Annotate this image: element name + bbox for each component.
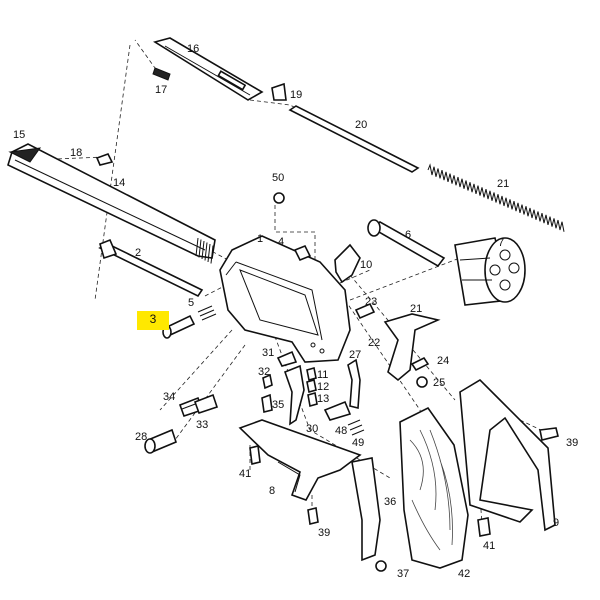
part-9-grip-frame bbox=[459, 378, 556, 532]
callout-48: 48 bbox=[335, 425, 347, 437]
highlighted-callout-3: 3 bbox=[137, 311, 169, 330]
callout-39-bottom: 39 bbox=[318, 527, 330, 539]
part-10-hand bbox=[334, 243, 361, 284]
callout-1: 1 bbox=[257, 233, 263, 245]
callout-13: 13 bbox=[317, 393, 329, 405]
part-6-cylinder-pin bbox=[367, 219, 446, 268]
part-7-cylinder bbox=[454, 237, 526, 306]
part-16-ejector-housing bbox=[153, 37, 264, 101]
callout-20: 20 bbox=[355, 119, 367, 131]
part-1-frame bbox=[219, 235, 351, 363]
part-14-barrel bbox=[7, 143, 216, 264]
part-36-screw bbox=[261, 393, 273, 413]
callout-38: 37 bbox=[397, 568, 409, 580]
part-25-pin bbox=[410, 356, 430, 372]
callout-7: 7 bbox=[498, 237, 504, 249]
highlighted-callout-label: 3 bbox=[149, 312, 157, 326]
callout-2: 2 bbox=[135, 247, 141, 259]
part-4-screw bbox=[293, 244, 312, 262]
callout-34: 33 bbox=[196, 419, 208, 431]
part-39-screw-right bbox=[539, 427, 559, 441]
callout-32: 31 bbox=[262, 347, 274, 359]
callout-9: 9 bbox=[553, 517, 559, 529]
callout-39-right: 39 bbox=[566, 437, 578, 449]
part-8-trigger-guard bbox=[238, 419, 362, 501]
part-38-screw bbox=[375, 560, 387, 572]
callout-17: 17 bbox=[155, 84, 167, 96]
callout-labels: 16 17 19 20 15 18 14 21 50 1 4 6 7 2 10 … bbox=[13, 43, 578, 580]
part-19-clip bbox=[271, 82, 287, 101]
callout-18: 18 bbox=[70, 147, 82, 159]
part-34-screw bbox=[193, 393, 219, 415]
part-48-spring bbox=[323, 400, 352, 421]
callout-37: 36 bbox=[384, 496, 396, 508]
callout-26: 25 bbox=[433, 377, 445, 389]
callout-49: 49 bbox=[352, 437, 364, 449]
part-18-front-sight bbox=[95, 153, 114, 166]
part-20-ejector-rod bbox=[288, 105, 420, 173]
callout-11: 11 bbox=[317, 369, 328, 381]
callout-23: 22 bbox=[368, 337, 380, 349]
part-21-spring bbox=[427, 163, 565, 232]
part-26-screw bbox=[416, 376, 428, 388]
part-28-spring bbox=[347, 358, 361, 410]
part-50-nut bbox=[273, 192, 285, 204]
part-39-screw-bottom bbox=[307, 507, 319, 525]
callout-50: 50 bbox=[272, 172, 284, 184]
callout-31: 30 bbox=[306, 423, 318, 435]
callout-33: 32 bbox=[258, 366, 270, 378]
callout-21: 21 bbox=[497, 178, 509, 190]
part-2-pin bbox=[98, 238, 204, 298]
callout-12: 12 bbox=[317, 381, 329, 393]
callout-35: 34 bbox=[163, 391, 175, 403]
part-32-pin bbox=[276, 350, 298, 367]
callout-22: 21 bbox=[410, 303, 422, 315]
callout-10: 10 bbox=[360, 259, 372, 271]
part-49-spring bbox=[347, 419, 365, 436]
part-31-trigger bbox=[283, 364, 305, 426]
callout-41-right: 41 bbox=[483, 540, 495, 552]
callout-19: 19 bbox=[290, 89, 302, 101]
part-3-base-pin bbox=[162, 314, 196, 339]
callout-28: 27 bbox=[349, 349, 361, 361]
callout-25: 24 bbox=[437, 355, 449, 367]
part-30-screw bbox=[144, 428, 177, 454]
callout-15: 15 bbox=[13, 129, 25, 141]
callout-41-left: 41 bbox=[239, 468, 251, 480]
callout-6: 6 bbox=[405, 229, 411, 241]
part-42-grip-panel bbox=[399, 406, 469, 569]
part-41-screw-right bbox=[477, 517, 491, 537]
part-22-bolt bbox=[383, 313, 441, 382]
part-41-screw-left bbox=[249, 445, 261, 465]
callout-36: 35 bbox=[272, 399, 284, 411]
callout-8: 8 bbox=[269, 485, 275, 497]
callout-16: 16 bbox=[187, 43, 199, 55]
part-5-spring bbox=[197, 305, 217, 321]
callout-24: 23 bbox=[365, 296, 377, 308]
part-17-screw bbox=[152, 67, 171, 81]
part-37-backstrap bbox=[351, 457, 381, 562]
callout-30: 28 bbox=[135, 431, 147, 443]
part-24-plunger bbox=[354, 302, 376, 320]
callout-4: 4 bbox=[278, 236, 284, 248]
callout-42: 42 bbox=[458, 568, 470, 580]
part-11-13-screws bbox=[306, 366, 318, 408]
callout-14: 14 bbox=[113, 177, 125, 189]
part-33-screw bbox=[262, 373, 273, 390]
callout-5: 5 bbox=[188, 297, 194, 309]
